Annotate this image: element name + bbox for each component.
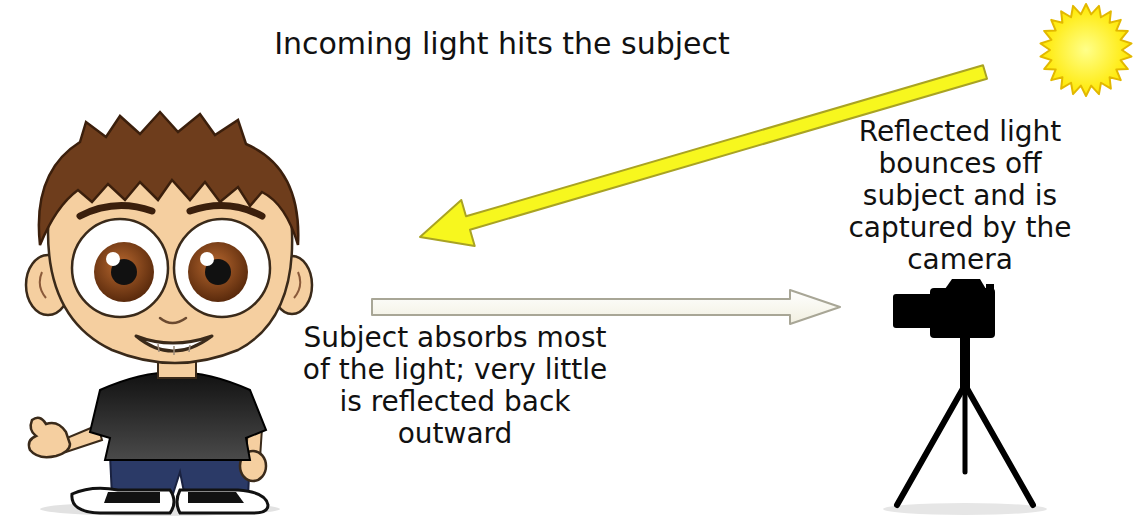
eye-highlight — [106, 252, 120, 266]
left-shoe — [72, 488, 174, 513]
heading-label: Incoming light hits the subject — [274, 26, 730, 61]
callout-label: Reflected light bounces off subject and … — [840, 116, 1080, 276]
waving-hand — [29, 418, 70, 457]
camera-flash — [986, 284, 994, 290]
sun-symbol — [1040, 4, 1131, 96]
callout-label-box: Subject absorbs most of the light; very … — [295, 322, 615, 450]
tripod-leg — [965, 385, 1033, 505]
hair — [39, 112, 298, 245]
eye-highlight — [200, 252, 214, 266]
heading-label-box: Incoming light hits the subject — [274, 26, 730, 61]
callout-label-box: Reflected light bounces off subject and … — [840, 116, 1080, 276]
right-eye — [174, 219, 270, 317]
right-iris — [188, 242, 248, 302]
tripod-leg — [897, 385, 965, 505]
tripod-shadow — [883, 503, 1047, 515]
left-iris — [94, 242, 154, 302]
tripod-column — [960, 336, 970, 388]
t-shirt — [90, 372, 266, 460]
teeth-lines — [158, 344, 190, 355]
camera-on-tripod — [883, 279, 1047, 515]
left-shoe-stripe — [104, 492, 160, 503]
callout-label: Subject absorbs most of the light; very … — [295, 322, 615, 450]
camera-body — [930, 288, 995, 338]
right-shoe — [177, 490, 268, 513]
reflected-light-arrow — [372, 290, 840, 324]
tripod-leg — [963, 385, 968, 472]
boy-figure — [26, 112, 312, 516]
right-shoe-stripe — [188, 492, 244, 503]
camera-hump — [945, 279, 986, 289]
sun-rays — [1040, 4, 1131, 96]
left-eye — [72, 219, 168, 317]
nose — [160, 318, 186, 323]
eyebrows — [80, 206, 262, 216]
